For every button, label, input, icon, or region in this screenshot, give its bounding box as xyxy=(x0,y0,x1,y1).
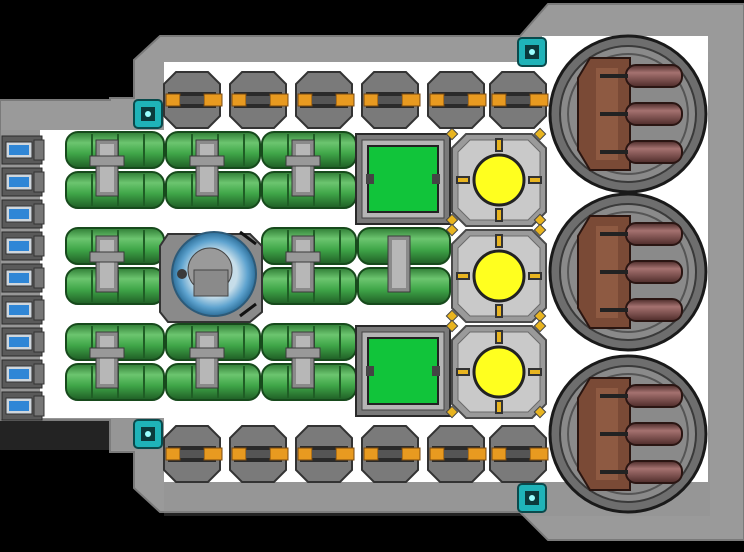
connector[interactable] xyxy=(133,419,163,449)
connector[interactable] xyxy=(133,99,163,129)
ammo-rack[interactable] xyxy=(229,425,289,483)
thruster[interactable] xyxy=(1,391,45,421)
reactor[interactable] xyxy=(445,223,547,323)
pipe-junction xyxy=(285,235,321,293)
thruster[interactable] xyxy=(1,167,45,197)
reactor[interactable] xyxy=(445,127,547,227)
thruster[interactable] xyxy=(1,327,45,357)
pipe-junction xyxy=(89,139,125,197)
ammo-rack[interactable] xyxy=(229,71,289,129)
reactor[interactable] xyxy=(445,319,547,419)
cargo-bay[interactable] xyxy=(355,325,451,417)
thruster[interactable] xyxy=(1,199,45,229)
ammo-rack[interactable] xyxy=(489,71,549,129)
turret[interactable] xyxy=(548,34,708,194)
pipe-junction xyxy=(387,235,411,293)
ammo-rack[interactable] xyxy=(163,425,223,483)
ammo-rack[interactable] xyxy=(489,425,549,483)
pipe-junction xyxy=(89,331,125,389)
turret[interactable] xyxy=(548,354,708,514)
pipe-junction xyxy=(285,139,321,197)
cockpit[interactable] xyxy=(159,230,263,323)
ammo-rack[interactable] xyxy=(361,71,421,129)
thruster[interactable] xyxy=(1,263,45,293)
ammo-rack[interactable] xyxy=(295,71,355,129)
pipe-junction xyxy=(189,139,225,197)
pipe-junction xyxy=(285,331,321,389)
ammo-rack[interactable] xyxy=(295,425,355,483)
pipe-junction xyxy=(189,331,225,389)
ammo-rack[interactable] xyxy=(427,425,487,483)
thruster[interactable] xyxy=(1,359,45,389)
pipe-junction xyxy=(89,235,125,293)
turret[interactable] xyxy=(548,192,708,352)
cargo-bay[interactable] xyxy=(355,133,451,225)
ammo-rack[interactable] xyxy=(361,425,421,483)
thruster[interactable] xyxy=(1,135,45,165)
connector[interactable] xyxy=(517,37,547,67)
connector[interactable] xyxy=(517,483,547,513)
ammo-rack[interactable] xyxy=(427,71,487,129)
thruster[interactable] xyxy=(1,295,45,325)
ammo-rack[interactable] xyxy=(163,71,223,129)
thruster[interactable] xyxy=(1,231,45,261)
